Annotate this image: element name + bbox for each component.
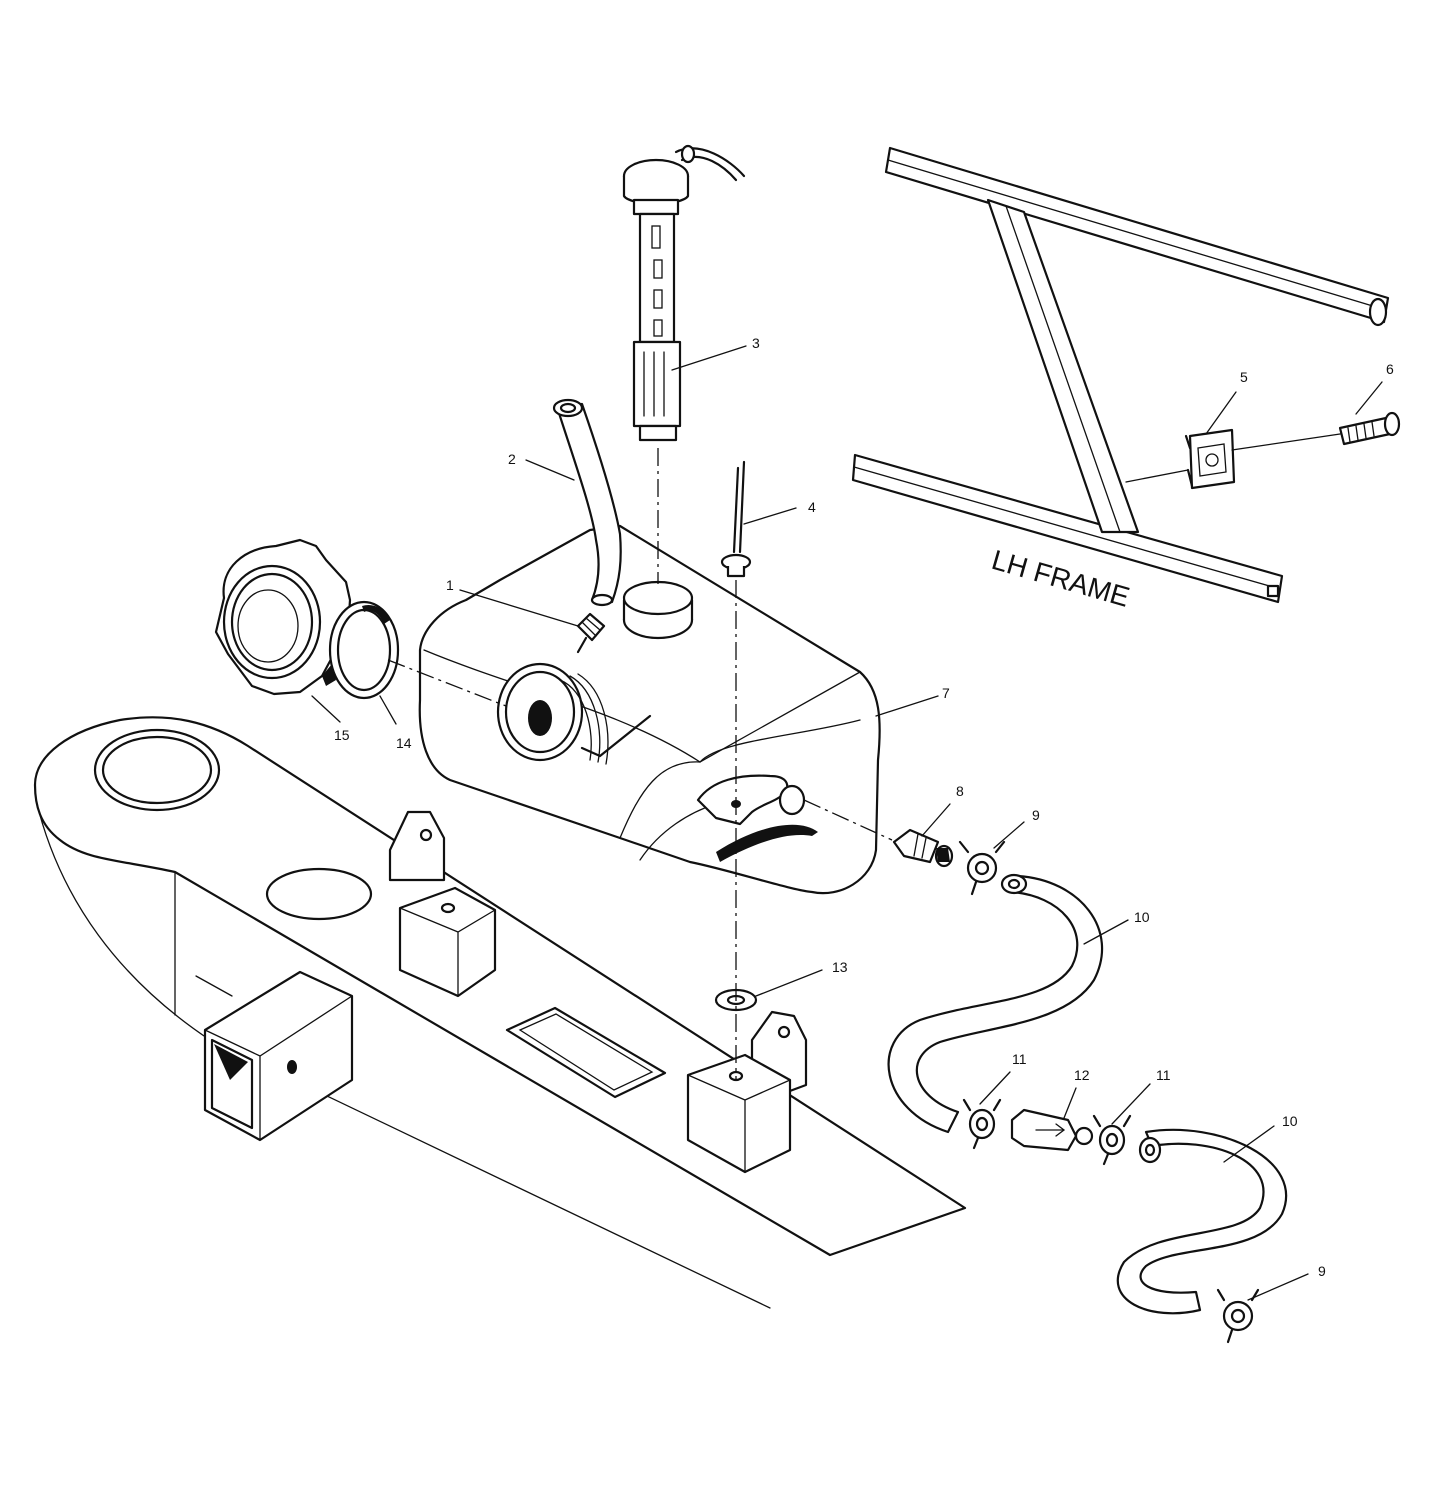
callout-8: 8	[956, 783, 964, 799]
clip-leader-to-frame	[1125, 469, 1189, 483]
hose-clamp-right	[1092, 1114, 1132, 1166]
callout-15: 15	[334, 727, 350, 743]
hose-clamp-upper	[958, 840, 1006, 896]
vent-fitting	[576, 612, 606, 654]
callout-5: 5	[1240, 369, 1248, 385]
fuel-outlet-fitting	[892, 828, 954, 868]
callout-labels: 1 2 3 4 5 6 7 8 9 10 11 12 11 10 9 13 14…	[334, 335, 1394, 1279]
vent-tube	[720, 460, 752, 578]
cap-gasket	[328, 600, 400, 700]
callout-9-upper: 9	[1032, 807, 1040, 823]
fuel-tank	[418, 524, 881, 895]
callout-13: 13	[832, 959, 848, 975]
callout-14: 14	[396, 735, 412, 751]
fuel-hose-upper	[887, 873, 1104, 1134]
vent-hose	[552, 398, 622, 607]
callout-7: 7	[942, 685, 950, 701]
callout-9-lower: 9	[1318, 1263, 1326, 1279]
rear-mounting-bracket	[686, 1010, 808, 1174]
cap-axis-line	[387, 659, 507, 707]
callout-10-upper: 10	[1134, 909, 1150, 925]
fitting-axis-line	[803, 799, 893, 841]
front-mounting-bracket	[388, 810, 497, 998]
lh-frame: LH FRAME	[851, 146, 1390, 613]
inline-fuel-filter	[1010, 1108, 1094, 1152]
mounting-screw	[1338, 411, 1401, 446]
callout-2: 2	[508, 451, 516, 467]
hose-clamp-left	[962, 1098, 1002, 1150]
fuel-hose-lower	[1116, 1128, 1288, 1315]
fuel-gauge-sender	[622, 144, 746, 442]
callout-1: 1	[446, 577, 454, 593]
callout-4: 4	[808, 499, 816, 515]
screw-alignment-line	[1231, 433, 1341, 451]
hose-clamp-bottom	[1216, 1288, 1260, 1344]
frame-clip	[1184, 428, 1236, 490]
callout-12: 12	[1074, 1067, 1090, 1083]
callout-11-left: 11	[1012, 1051, 1027, 1067]
leader-lines	[311, 345, 1383, 1301]
receiver-tube	[203, 970, 354, 1142]
fuel-cap	[214, 538, 352, 696]
callout-11-right: 11	[1156, 1067, 1171, 1083]
callout-3: 3	[752, 335, 760, 351]
callout-6: 6	[1386, 361, 1394, 377]
callout-10-lower: 10	[1282, 1113, 1298, 1129]
